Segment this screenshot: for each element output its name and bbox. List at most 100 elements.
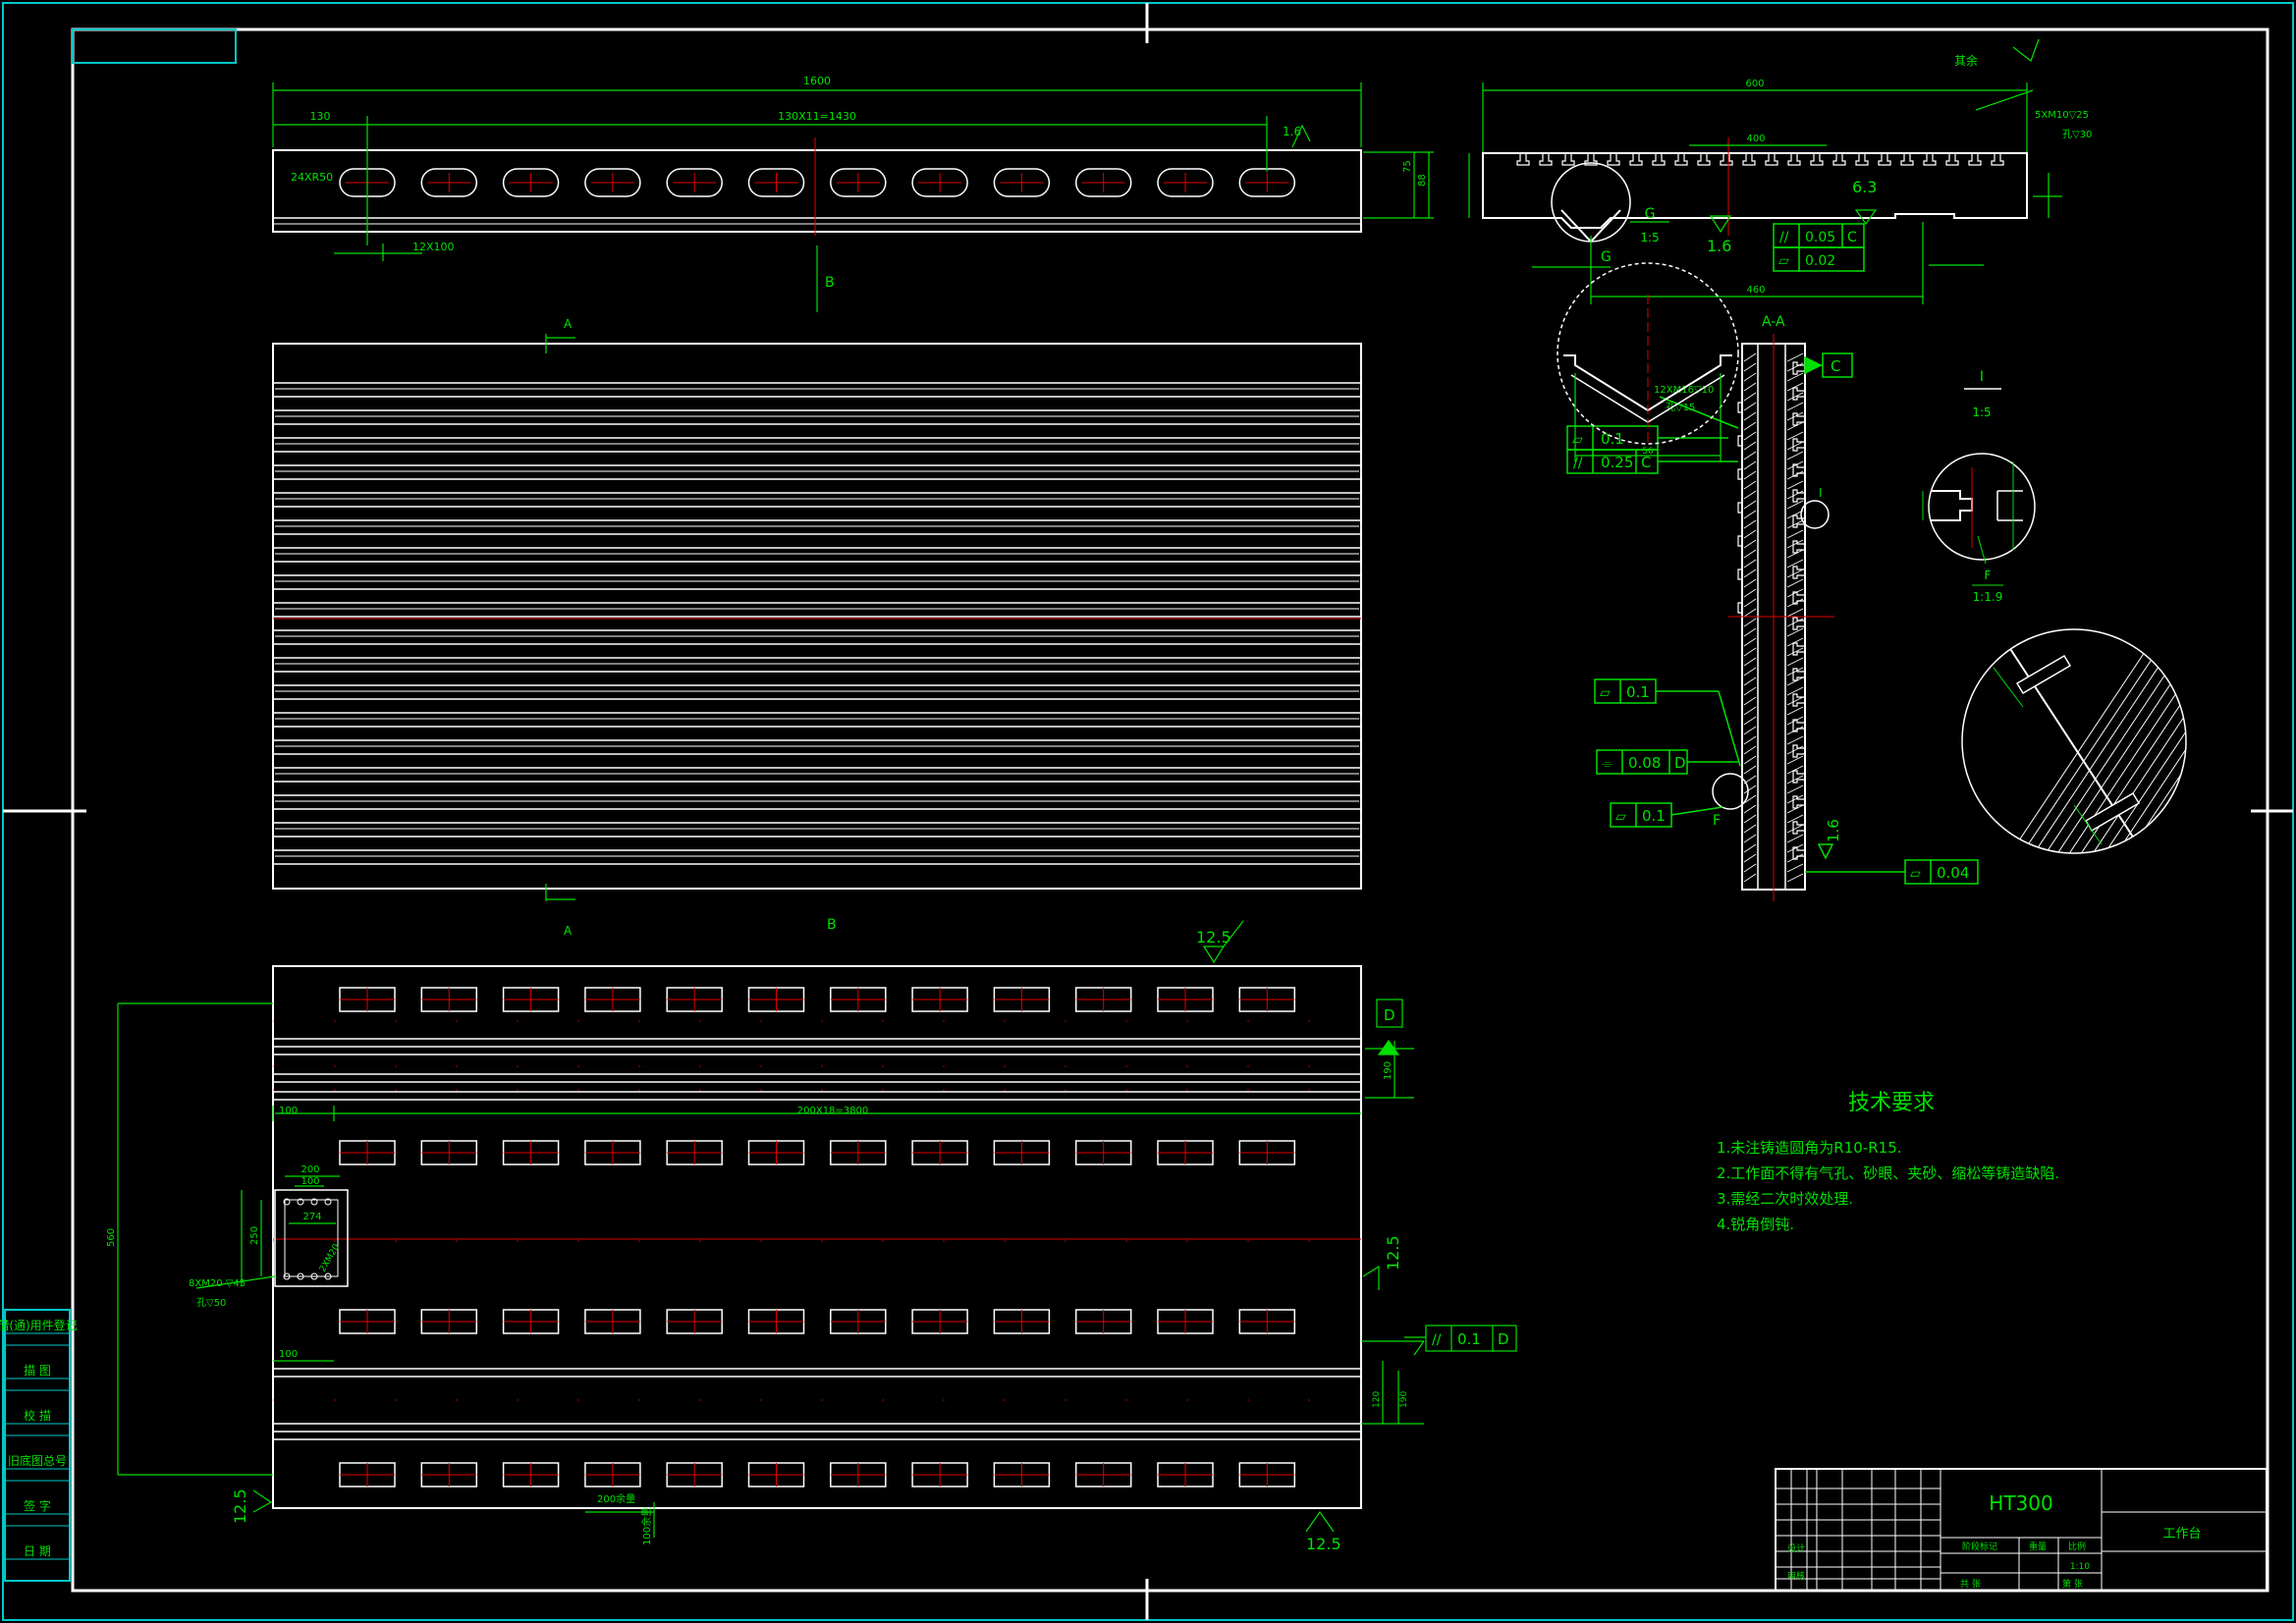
top-overall-dim: 1600 — [803, 75, 831, 87]
aa-tol-d-datum: D — [1674, 754, 1686, 772]
bottom-roughness-top: 12.5 — [1196, 928, 1231, 947]
top-height-dim-2: 88 — [1417, 174, 1428, 187]
top-slot — [584, 168, 641, 197]
side-tol-1-symbol: // — [1779, 230, 1789, 245]
aa-detail-f: F — [1713, 813, 1721, 829]
side-dim-overall: 600 — [1745, 79, 1764, 89]
bottom-roughness-left: 12.5 — [231, 1488, 249, 1524]
aa-tol-a-value: 0.1 — [1601, 430, 1624, 448]
aa-thread-callout-1: 12XM16▽10 — [1654, 385, 1714, 396]
side-tol-1-value: 0.05 — [1805, 230, 1835, 245]
plan-view-label: B — [827, 917, 837, 933]
aa-tol-c-symbol: ▱ — [1600, 685, 1611, 701]
title-part-name: 工作台 — [2162, 1527, 2201, 1542]
side-strip: 借(通)用件登记 描 图 校 描 旧底图总号 签 字 日 期 — [0, 1309, 78, 1582]
top-slot-callout: 24XR50 — [291, 171, 333, 184]
tech-req-item: 2.工作面不得有气孔、砂眼、夹砂、缩松等铸造缺陷. — [1717, 1164, 2059, 1182]
detail-i: I 1:5 — [1964, 369, 2001, 419]
detail-i-label: I — [1980, 369, 1984, 385]
aa-tol-e-value: 0.1 — [1642, 807, 1666, 825]
bottom-roughness-bottom: 12.5 — [1306, 1535, 1341, 1553]
plan-view: A A B — [272, 317, 1362, 938]
side-detail-mark: G — [1601, 249, 1612, 265]
aa-tol-b-datum: C — [1641, 454, 1651, 471]
bottom-thread-1: 8XM20 ▽45 — [189, 1278, 246, 1289]
side-strip-item: 签 字 — [24, 1498, 51, 1513]
bottom-thread-2: 孔▽50 — [196, 1297, 226, 1309]
technical-requirements: 技术要求 1.未注铸造圆角为R10-R15. 2.工作面不得有气孔、砂眼、夹砂、… — [1717, 1091, 2059, 1233]
bottom-detail-diag: 2XM20 — [318, 1242, 342, 1273]
tech-req-item: 1.未注铸造圆角为R10-R15. — [1717, 1139, 1902, 1157]
detail-f: F 1:1.9 — [1922, 453, 2036, 604]
tech-req-title: 技术要求 — [1848, 1091, 1935, 1115]
title-label: 审核 — [1787, 1570, 1805, 1582]
aa-tol-e-symbol: ▱ — [1615, 809, 1626, 825]
bottom-detail-w2: 100 — [301, 1176, 319, 1187]
side-strip-item: 旧底图总号 — [8, 1453, 67, 1468]
top-slot — [830, 168, 887, 197]
title-scale: 1:10 — [2070, 1562, 2090, 1572]
side-strip-item: 借(通)用件登记 — [0, 1318, 78, 1332]
aa-roughness: 1.6 — [1825, 819, 1842, 842]
side-roughness-2: 1.6 — [1707, 237, 1731, 255]
bolt-hole-pattern — [283, 1198, 332, 1280]
top-slot — [666, 168, 723, 197]
bottom-tol-datum: D — [1498, 1330, 1509, 1348]
bottom-datum: D — [1384, 1006, 1395, 1024]
side-dim-bottom: 460 — [1746, 285, 1765, 296]
side-tol-2-value: 0.02 — [1805, 253, 1835, 269]
detail-g: G 1:5 56 — [1557, 206, 1739, 461]
top-slot — [747, 168, 805, 197]
bottom-rails — [273, 1020, 1361, 1440]
bottom-detail-w3: 274 — [302, 1212, 321, 1222]
detail-f-scale: 1:1.9 — [1973, 590, 2003, 604]
side-strip-item: 描 图 — [24, 1364, 51, 1378]
bottom-tol-value: 0.1 — [1457, 1330, 1481, 1348]
top-slot — [420, 168, 478, 197]
aa-tol-d-value: 0.08 — [1628, 754, 1661, 772]
title-label: 阶段标记 — [1962, 1541, 1997, 1552]
plan-view-slots — [273, 382, 1361, 865]
bottom-left-dim: 100 — [279, 1106, 298, 1116]
aa-tol-f-value: 0.04 — [1937, 864, 1969, 882]
side-strip-item: 日 期 — [24, 1544, 51, 1558]
top-view: 1600 130 130X11=1430 24XR50 12X100 1.6 B… — [272, 75, 1434, 312]
top-section-mark: B — [825, 275, 835, 291]
top-slot — [993, 168, 1051, 197]
section-aa: A-A C 12XM16▽10 孔▽15 ▱ 0.1 // 0.25 C ▱ 0… — [1566, 314, 1979, 901]
side-tol-1-datum: C — [1847, 230, 1857, 245]
aa-thread-callout-2: 孔▽15 — [1666, 402, 1695, 413]
detail-i-scale: 1:5 — [1972, 406, 1991, 419]
bottom-detail-h: 250 — [249, 1226, 260, 1245]
side-tol-2-symbol: ▱ — [1778, 253, 1789, 269]
bottom-height-dim: 560 — [106, 1228, 117, 1247]
aa-tol-c-value: 0.1 — [1626, 683, 1650, 701]
plan-section-mark-top: A — [564, 317, 573, 331]
bottom-left-dim-2: 100 — [279, 1349, 298, 1360]
aa-tol-b-value: 0.25 — [1601, 454, 1633, 471]
side-view-teeth — [1516, 153, 2004, 166]
aa-title: A-A — [1762, 314, 1785, 330]
aa-tol-b-symbol: // — [1573, 456, 1583, 471]
side-roughness-1: 6.3 — [1852, 178, 1877, 196]
title-label: 比例 — [2068, 1541, 2086, 1552]
bottom-small-dim-2: 190 — [1399, 1391, 1409, 1408]
bottom-window-rows — [339, 987, 1296, 1488]
top-left-dim: 130 — [310, 110, 331, 123]
side-hole-callout-1: 5XM10▽25 — [2035, 110, 2089, 121]
title-material: HT300 — [1989, 1491, 2052, 1515]
tech-req-item: 4.锐角倒钝. — [1717, 1216, 1794, 1233]
aa-tol-d-symbol: ⌯ — [1602, 756, 1613, 772]
bottom-small-dim-1: 120 — [1372, 1391, 1382, 1408]
top-slot — [1157, 168, 1214, 197]
top-slot — [911, 168, 968, 197]
title-label: 设计 — [1787, 1542, 1805, 1554]
detail-f-label: F — [1985, 568, 1992, 582]
bottom-note-2: 100余量 — [640, 1507, 653, 1545]
top-roughness: 1.6 — [1283, 125, 1301, 138]
aa-tol-a-symbol: ▱ — [1572, 432, 1583, 448]
bottom-roughness-right: 12.5 — [1384, 1235, 1402, 1271]
bottom-view: 12.5 12.5 12.5 12.5 D 100 200X18=3800 56… — [106, 920, 1517, 1553]
